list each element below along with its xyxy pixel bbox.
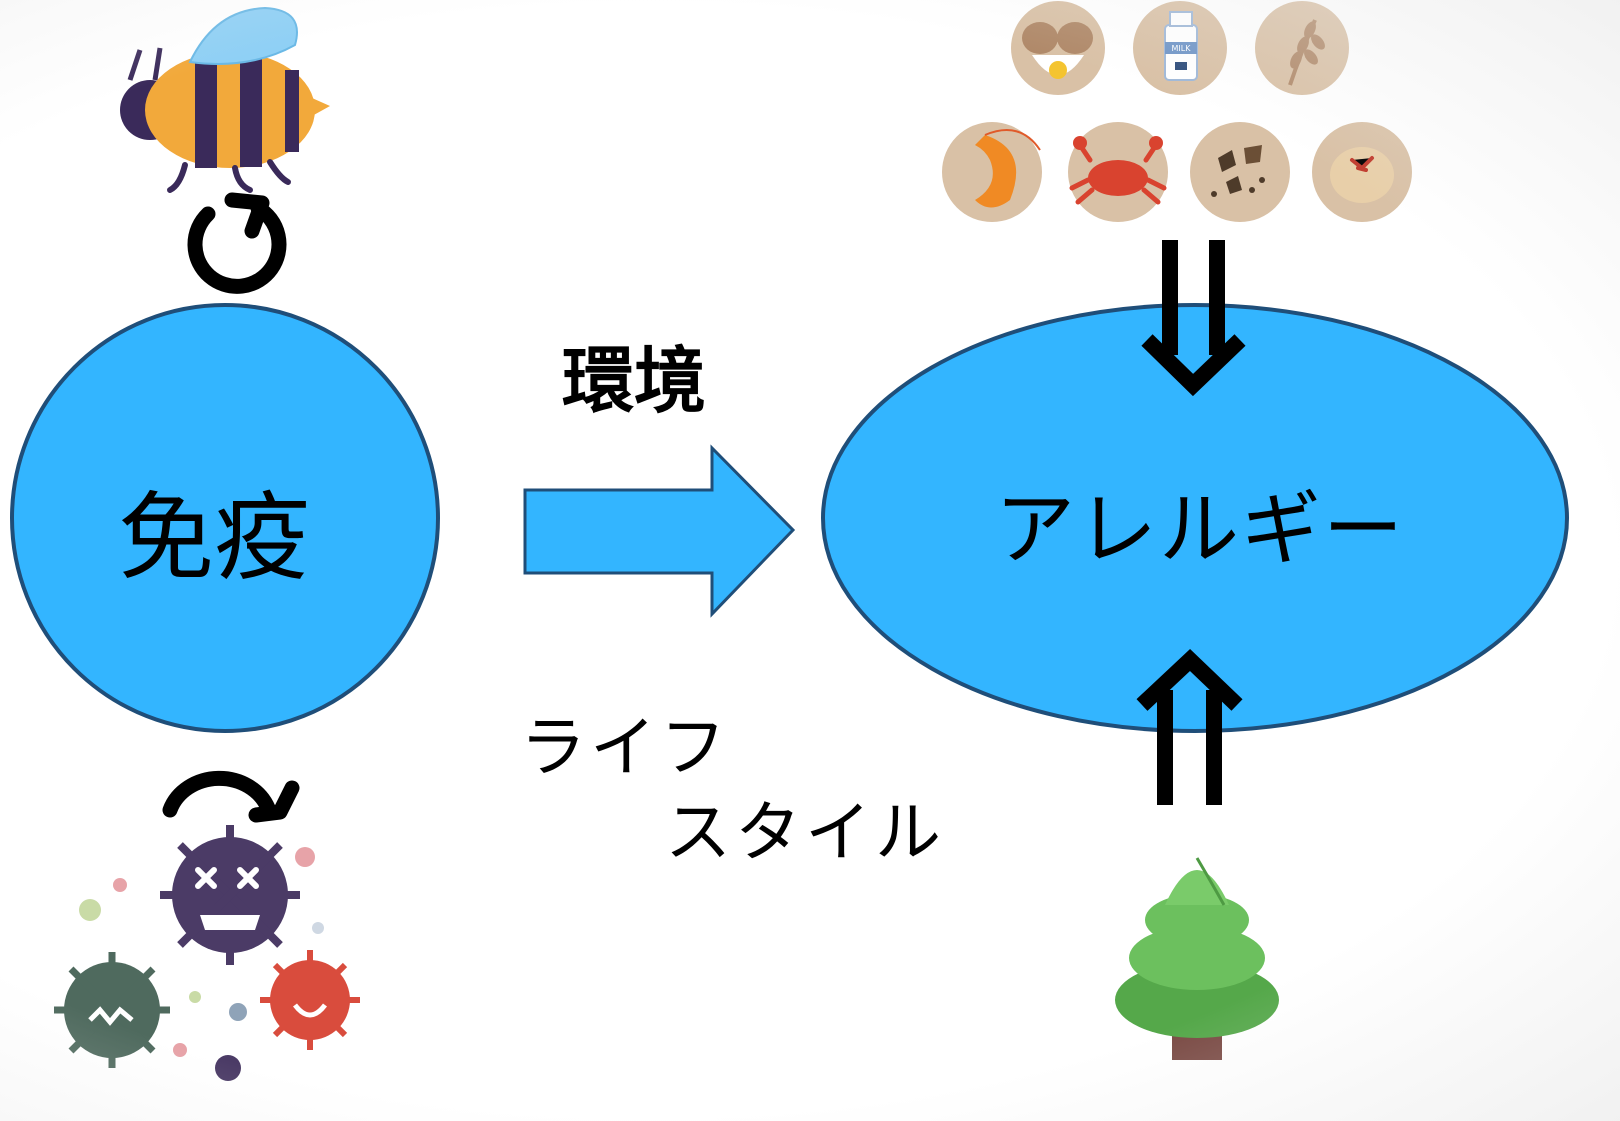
milk-carton-text: MILK (1172, 44, 1192, 53)
lifestyle-label-line1: ライフ (520, 709, 730, 786)
virus-green (54, 952, 170, 1068)
milk-icon: MILK (1133, 1, 1227, 95)
virus-red (260, 950, 360, 1050)
environment-label: 環境 (562, 338, 707, 423)
food-allergen-icons: MILK (942, 1, 1412, 222)
wheat-icon (1255, 1, 1349, 95)
egg-icon (1011, 1, 1105, 95)
allergy-label: アレルギー (995, 483, 1405, 576)
top-circular-arrow (187, 192, 287, 294)
buckwheat-icon (1190, 122, 1290, 222)
environment-arrow (523, 444, 796, 618)
virus-group-icon (54, 825, 360, 1081)
bee-icon (120, 6, 330, 193)
crab-icon (1068, 122, 1168, 222)
immune-label: 免疫 (118, 482, 310, 594)
cedar-tree-icon (1115, 857, 1279, 1060)
bottom-curved-arrow (162, 770, 300, 823)
lifestyle-label-line2: スタイル (665, 794, 945, 871)
shrimp-icon (942, 122, 1042, 222)
virus-large-purple (160, 825, 300, 965)
peanut-icon (1312, 122, 1412, 222)
